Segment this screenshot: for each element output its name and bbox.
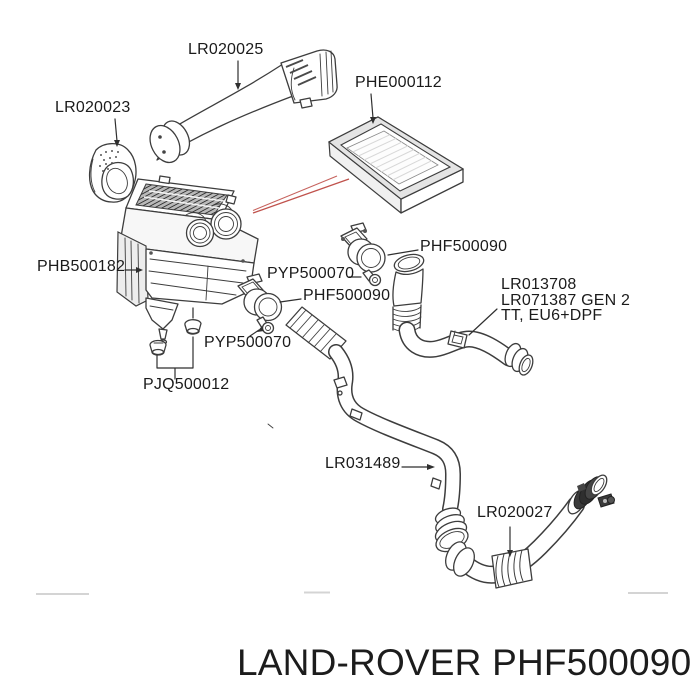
callout-pjq500012: PJQ500012 bbox=[143, 376, 230, 393]
part-phf500090-right-drawing bbox=[340, 222, 386, 287]
callout-pyp500070-upper: PYP500070 bbox=[267, 265, 355, 282]
part-lr031489-drawing bbox=[267, 306, 469, 553]
part-phf500090-left-drawing bbox=[237, 273, 283, 335]
callout-lr031489: LR031489 bbox=[325, 455, 401, 472]
callout-lines bbox=[114, 60, 513, 557]
part-pjq500012-drawing bbox=[149, 307, 202, 356]
highlight-lines bbox=[252, 175, 350, 214]
callout-phf500090-left: PHF500090 bbox=[303, 287, 391, 304]
part-lr020023-drawing bbox=[88, 142, 137, 203]
callout-lr013708-line2: LR071387 GEN 2 bbox=[501, 291, 631, 309]
part-lr020025-drawing bbox=[149, 49, 338, 164]
callout-phb500182: PHB500182 bbox=[37, 258, 126, 275]
callout-lr020025: LR020025 bbox=[188, 41, 264, 58]
caption-title: LAND-ROVER PHF500090 bbox=[237, 642, 692, 683]
part-lr020027-drawing bbox=[445, 474, 615, 589]
callout-phe000112: PHE000112 bbox=[355, 74, 442, 91]
callout-pyp500070-lower: PYP500070 bbox=[204, 334, 292, 351]
part-phe000112-drawing bbox=[327, 116, 465, 214]
callout-lr020023: LR020023 bbox=[55, 99, 131, 116]
faint-artifact-lines bbox=[36, 591, 668, 595]
callout-lr013708-line3: TT, EU6+DPF bbox=[501, 307, 603, 324]
callout-lr020027: LR020027 bbox=[477, 504, 553, 521]
part-lr013708-drawing bbox=[392, 253, 534, 376]
callout-lr013708-line1: LR013708 bbox=[501, 276, 577, 293]
callout-lr013708-block: LR013708 LR071387 GEN 2 TT, EU6+DPF bbox=[501, 277, 630, 324]
callout-phf500090-right: PHF500090 bbox=[420, 238, 508, 255]
part-phb500182-drawing bbox=[116, 175, 259, 345]
